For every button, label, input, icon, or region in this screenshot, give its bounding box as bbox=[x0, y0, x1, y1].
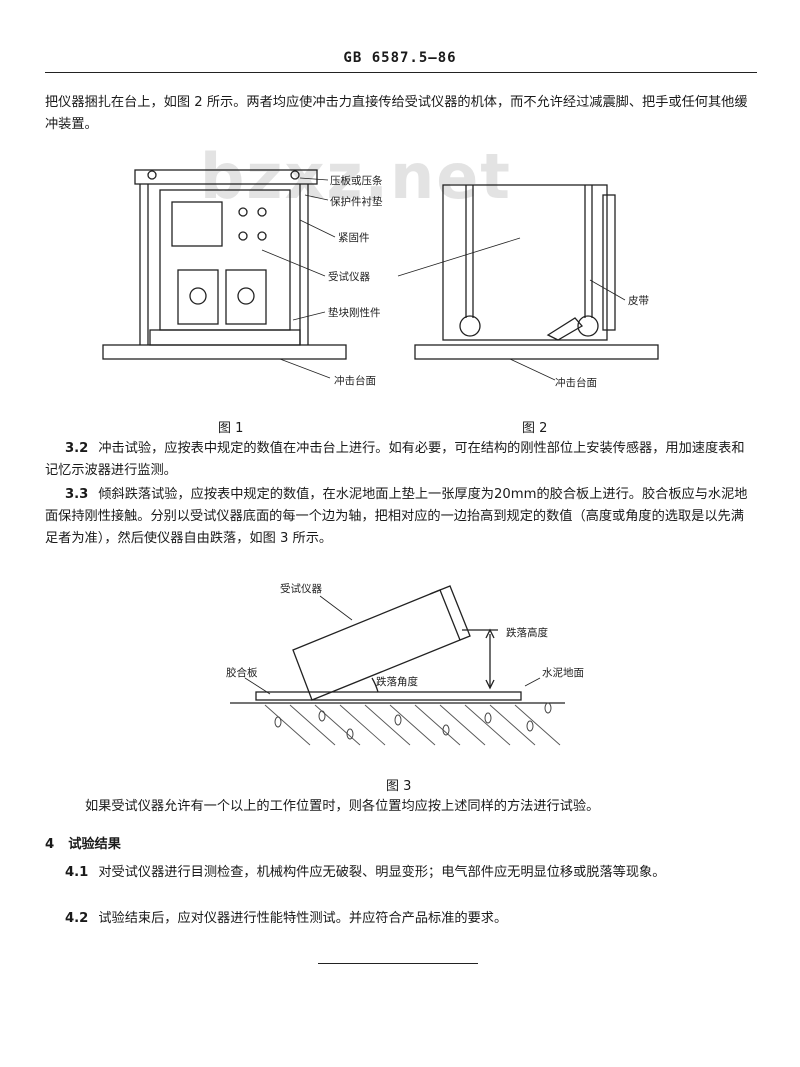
header-rule bbox=[45, 72, 757, 73]
end-rule bbox=[318, 963, 478, 964]
intro-paragraph: 把仪器捆扎在台上，如图 2 所示。两者均应使冲击力直接传给受试仪器的机体，而不允… bbox=[45, 95, 748, 132]
fig3-label-0: 受试仪器 bbox=[280, 583, 322, 595]
section-4-2-number: 4.2 bbox=[65, 911, 89, 926]
fig3-label-4: 水泥地面 bbox=[542, 666, 584, 679]
fig1-label-1: 保护件衬垫 bbox=[330, 195, 383, 208]
section-3-2-text: 冲击试验，应按表中规定的数值在冲击台上进行。如有必要，可在结构的刚性部位上安装传… bbox=[45, 441, 745, 478]
fig3-instrument bbox=[292, 585, 471, 701]
section-4-2: 4.2 试验结束后，应对仪器进行性能特性测试。并应符合产品标准的要求。 bbox=[45, 908, 757, 930]
fig1-pressure-plate bbox=[134, 169, 318, 185]
fig3-label-3: 跌落角度 bbox=[376, 675, 418, 688]
section-4-1-number: 4.1 bbox=[65, 865, 89, 880]
section-4-number: 4 bbox=[45, 837, 55, 852]
section-3-3-number: 3.3 bbox=[65, 487, 89, 502]
section-3-2-number: 3.2 bbox=[65, 441, 89, 456]
fig1-label-4: 垫块刚性件 bbox=[328, 306, 381, 319]
fig2-impact-table bbox=[414, 344, 659, 360]
section-4-heading: 4 试验结果 bbox=[45, 834, 757, 856]
fig3-caption: 图 3 bbox=[386, 779, 412, 794]
fig2-label-1: 冲击台面 bbox=[555, 376, 597, 389]
section-3-3-text: 倾斜跌落试验，应按表中规定的数值，在水泥地面上垫上一张厚度为20mm的胶合板上进… bbox=[45, 487, 748, 546]
fig2-caption: 图 2 bbox=[522, 421, 548, 436]
fig1-caption: 图 1 bbox=[218, 421, 244, 436]
section-4-2-text: 试验结束后，应对仪器进行性能特性测试。并应符合产品标准的要求。 bbox=[98, 911, 508, 926]
watermark: bzxz.net bbox=[200, 140, 512, 213]
fig2-instrument bbox=[442, 184, 608, 341]
fig2-label-0: 皮带 bbox=[628, 294, 649, 307]
fig3-label-1: 跌落高度 bbox=[506, 626, 548, 639]
fig1-label-0: 压板或压条 bbox=[330, 174, 383, 187]
fig3-plywood bbox=[255, 691, 522, 701]
fig3-label-2: 胶合板 bbox=[226, 666, 258, 679]
section-4-1: 4.1 对受试仪器进行目测检查，机械构件应无破裂、明显变形；电气部件应无明显位移或… bbox=[45, 862, 757, 884]
after-fig3-paragraph: 如果受试仪器允许有一个以上的工作位置时，则各位置均应按上述同样的方法进行试验。 bbox=[85, 799, 600, 814]
fig1-label-3: 受试仪器 bbox=[328, 271, 370, 283]
section-4-1-text: 对受试仪器进行目测检查，机械构件应无破裂、明显变形；电气部件应无明显位移或脱落等… bbox=[98, 865, 666, 880]
fig1-label-2: 紧固件 bbox=[338, 232, 370, 244]
standard-number: GB 6587.5—86 bbox=[343, 50, 457, 66]
fig1-label-5: 冲击台面 bbox=[334, 374, 376, 387]
section-4-title: 试验结果 bbox=[68, 837, 121, 852]
